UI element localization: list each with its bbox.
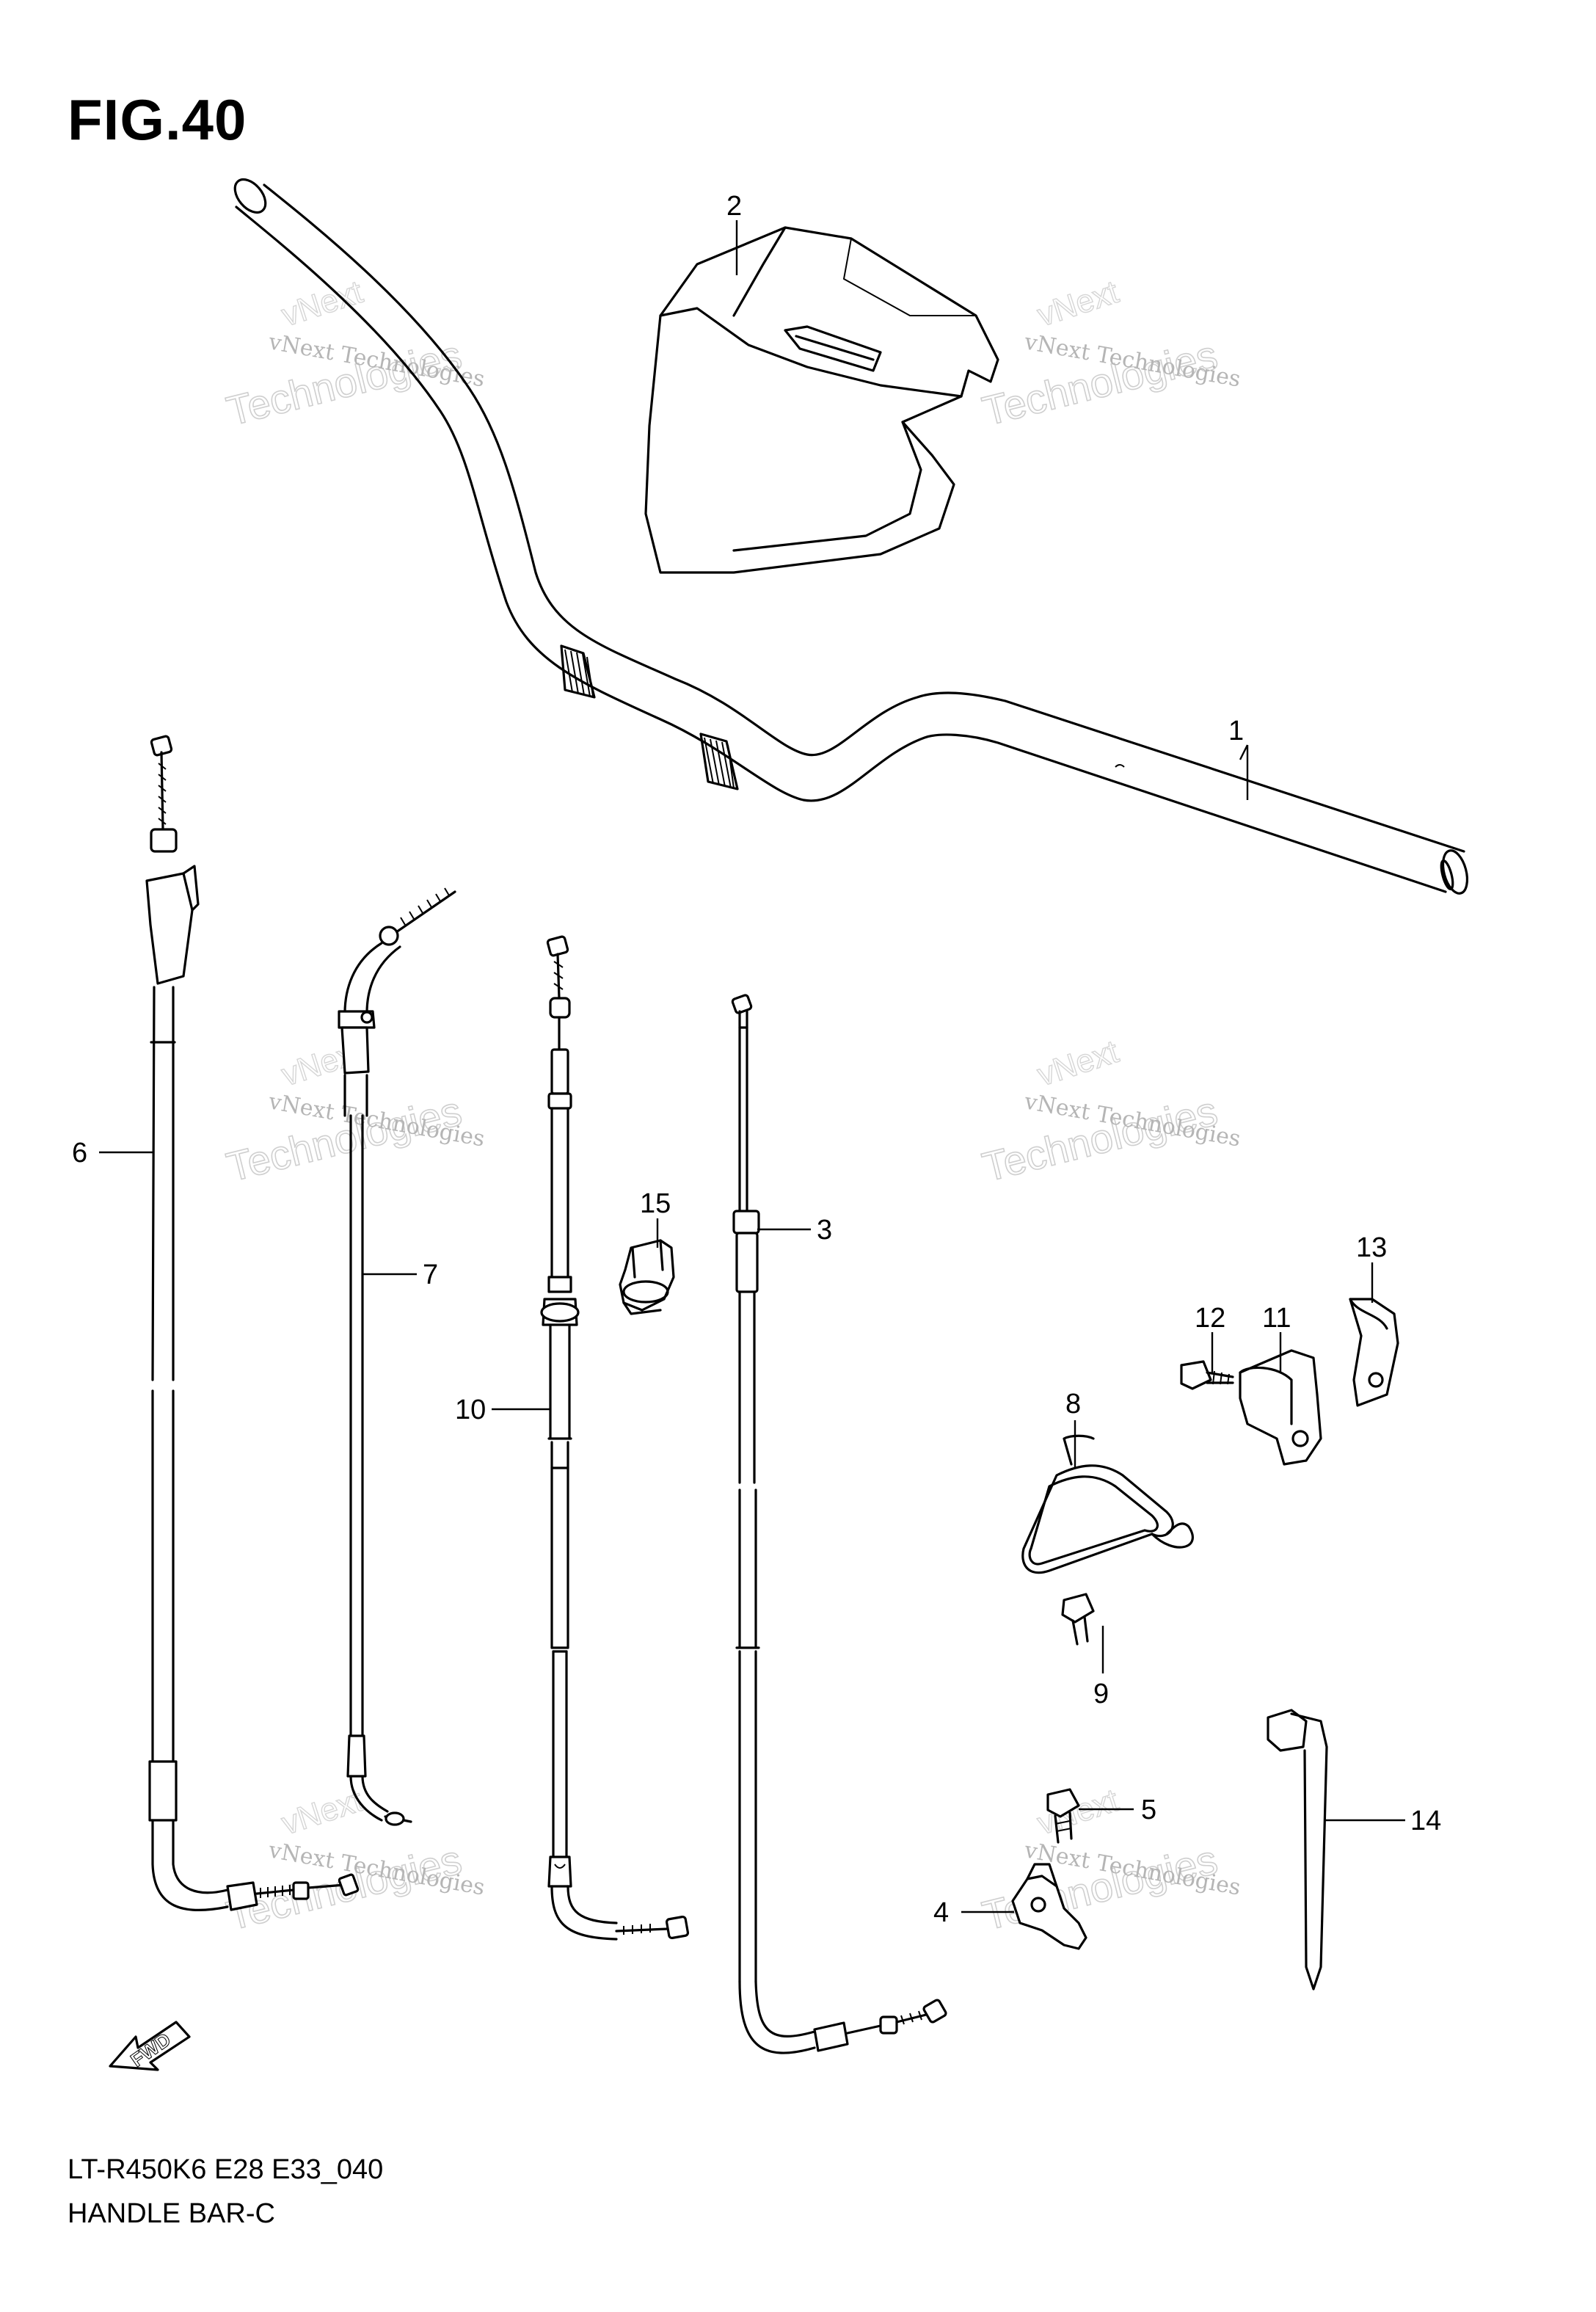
svg-text:5: 5 (1141, 1795, 1156, 1825)
svg-text:12: 12 (1195, 1303, 1225, 1334)
svg-text:vNext: vNext (1033, 1033, 1123, 1093)
part-holder-11 (1239, 1349, 1322, 1466)
svg-text:1: 1 (1228, 716, 1244, 746)
svg-text:10: 10 (455, 1395, 486, 1425)
callout-14: 14 (1324, 1806, 1441, 1836)
callout-2: 2 (726, 191, 742, 275)
part-handlebar-cover (644, 226, 999, 574)
part-bracket-4 (1011, 1863, 1087, 1950)
svg-text:8: 8 (1065, 1389, 1081, 1419)
callout-15: 15 (640, 1188, 671, 1248)
callout-9: 9 (1093, 1626, 1109, 1709)
callout-8: 8 (1065, 1389, 1081, 1468)
svg-text:11: 11 (1262, 1303, 1291, 1334)
part-handlebar (233, 178, 1469, 895)
part-cable-7 (338, 887, 456, 1826)
svg-text:14: 14 (1410, 1806, 1441, 1836)
svg-text:13: 13 (1356, 1232, 1387, 1263)
part-cable-6 (145, 735, 360, 1912)
callout-4: 4 (933, 1897, 1014, 1928)
svg-text:7: 7 (423, 1259, 438, 1290)
svg-text:vNext: vNext (1033, 274, 1123, 333)
part-rod-14 (1267, 1709, 1328, 1991)
svg-text:6: 6 (72, 1138, 87, 1168)
svg-text:15: 15 (640, 1188, 671, 1219)
fwd-arrow-icon: FWD (109, 2021, 191, 2071)
part-bolt-12 (1180, 1360, 1234, 1390)
callout-6: 6 (72, 1138, 153, 1168)
knurl-ring-left (560, 644, 596, 699)
part-wire-guide-8 (1021, 1434, 1194, 1574)
svg-text:vNext: vNext (277, 274, 367, 333)
watermark-top-left: vNext Technologies vNext Technologies (222, 273, 487, 435)
figure-title: FIG.40 (68, 87, 247, 152)
part-cable-3 (731, 994, 947, 2054)
callout-1: 1 (1228, 716, 1249, 800)
part-screw-9 (1061, 1593, 1095, 1646)
callout-10: 10 (455, 1395, 550, 1425)
callout-3: 3 (757, 1215, 832, 1246)
watermark-mid-right: vNext Technologies vNext Technologies (977, 1033, 1242, 1190)
callout-12: 12 (1195, 1303, 1225, 1373)
callout-11: 11 (1262, 1303, 1291, 1373)
svg-text:3: 3 (817, 1215, 832, 1246)
watermark-bottom-left: vNext Technologies vNext Technologies (222, 1781, 487, 1939)
part-clamp-13 (1349, 1298, 1399, 1407)
svg-text:4: 4 (933, 1897, 949, 1928)
callout-5: 5 (1079, 1795, 1156, 1825)
callout-7: 7 (362, 1259, 438, 1290)
figure-name: HANDLE BAR-C (68, 2198, 275, 2229)
svg-text:2: 2 (726, 191, 742, 222)
callout-13: 13 (1356, 1232, 1387, 1303)
figure-code: LT-R450K6 E28 E33_040 (68, 2154, 384, 2185)
part-cable-10 (540, 935, 690, 1941)
part-clamp-15 (619, 1239, 675, 1315)
part-screw-5 (1046, 1788, 1080, 1844)
svg-text:9: 9 (1093, 1679, 1109, 1709)
svg-text:vNext: vNext (1033, 1782, 1123, 1842)
watermark-top-right: vNext Technologies vNext Technologies (977, 273, 1242, 435)
knurl-ring-right (699, 733, 739, 790)
